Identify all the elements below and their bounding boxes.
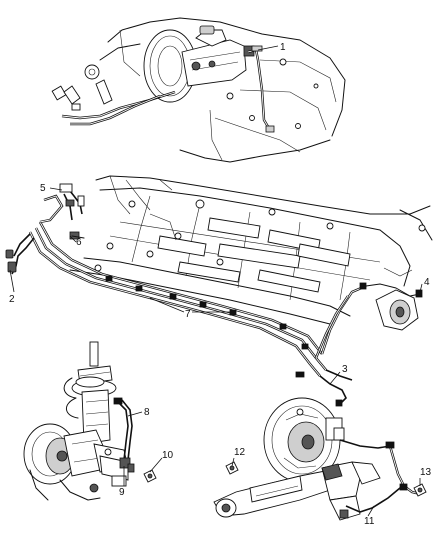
leader-6 (69, 235, 77, 243)
master-cylinder-view (51, 17, 346, 163)
front-left-junction (5, 183, 85, 275)
callout-2: 2 (9, 294, 15, 305)
leader-3 (329, 371, 341, 385)
main-brake-line-bundle (28, 221, 423, 407)
leader-2 (9, 269, 15, 293)
callout-9: 9 (119, 487, 125, 498)
callout-5: 5 (40, 183, 46, 194)
rear-axle-view (213, 397, 427, 521)
leader-4 (419, 283, 423, 293)
leader-8 (127, 411, 143, 417)
leader-10 (149, 457, 163, 473)
underbody-view (69, 175, 433, 331)
leader-12 (231, 457, 235, 467)
callout-11: 11 (364, 516, 375, 527)
callout-3: 3 (342, 364, 348, 375)
leader-1 (257, 45, 279, 51)
callout-4: 4 (424, 277, 430, 288)
callout-8: 8 (144, 407, 150, 418)
callout-6: 6 (76, 237, 82, 248)
callout-7: 7 (185, 309, 191, 320)
callout-labels: 1 2 3 4 5 6 7 8 9 10 11 12 13 (9, 42, 432, 527)
callout-leaders (9, 45, 423, 517)
leader-7a (149, 297, 185, 313)
front-strut-view (23, 341, 157, 501)
leader-11 (367, 505, 375, 517)
callout-1: 1 (280, 42, 286, 53)
callout-13: 13 (420, 467, 432, 478)
callout-10: 10 (162, 450, 174, 461)
callout-12: 12 (234, 447, 246, 458)
leader-5 (49, 187, 63, 191)
